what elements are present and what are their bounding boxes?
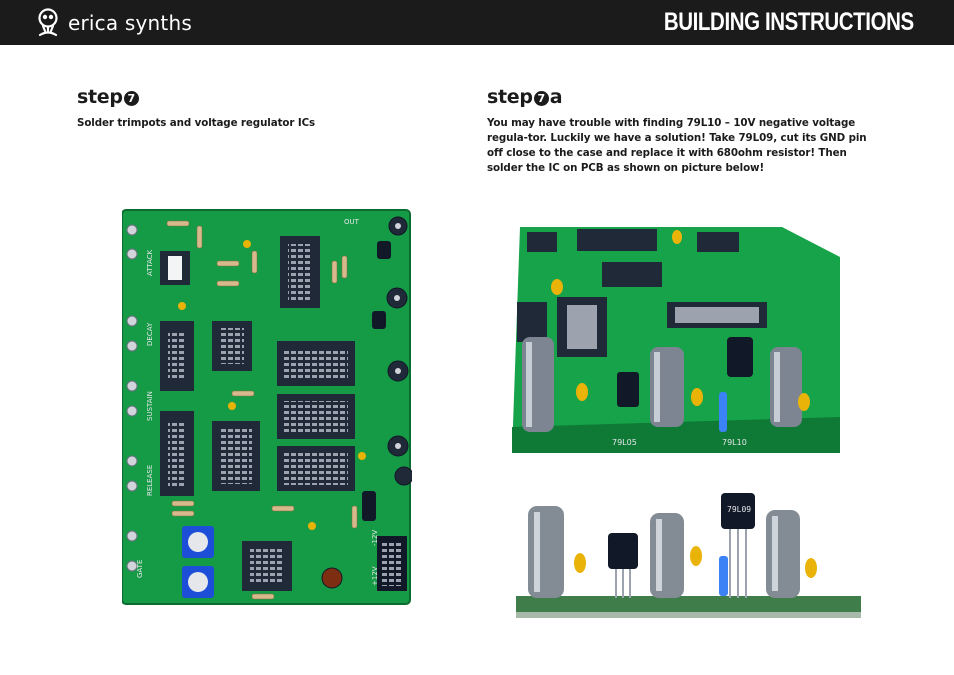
step-word: step (487, 86, 533, 108)
skull-icon (38, 8, 58, 37)
pcb-label-sustain: SUSTAIN (146, 391, 154, 421)
pcb-label-79l10: 79L10 (722, 438, 747, 447)
pcb-closeup-photo: 79L05 79L10 (512, 227, 840, 453)
regulator-marking: 79L09 (727, 505, 751, 514)
step-number-badge: 7 (533, 90, 549, 106)
step-word: step (77, 86, 123, 108)
step-instruction: You may have trouble with finding 79L10 … (487, 117, 867, 174)
pcb-label-gate: GATE (136, 560, 144, 578)
document-title: BUILDING INSTRUCTIONS (664, 8, 914, 36)
step-instruction: Solder trimpots and voltage regulator IC… (77, 117, 316, 129)
step-suffix: a (549, 86, 563, 108)
erica-synths-logo: erica synths (36, 8, 192, 38)
step-number-badge: 7 (123, 90, 139, 106)
page-header: erica synths BUILDING INSTRUCTIONS (0, 0, 954, 45)
pcb-label-plus12v: +12V (371, 566, 379, 586)
brand-name: erica synths (68, 11, 192, 35)
pcb-side-photo: 79L09 (516, 488, 868, 640)
pcb-label-79l05: 79L05 (612, 438, 637, 447)
pcb-label-out: OUT (344, 218, 360, 226)
pcb-top-photo: ATTACK DECAY SUSTAIN RELEASE OUT GATE +1… (122, 206, 412, 606)
pcb-label-decay: DECAY (146, 322, 154, 346)
pcb-label-release: RELEASE (146, 465, 154, 496)
pcb-label-minus12v: -12V (371, 530, 379, 546)
pcb-label-attack: ATTACK (146, 249, 154, 276)
